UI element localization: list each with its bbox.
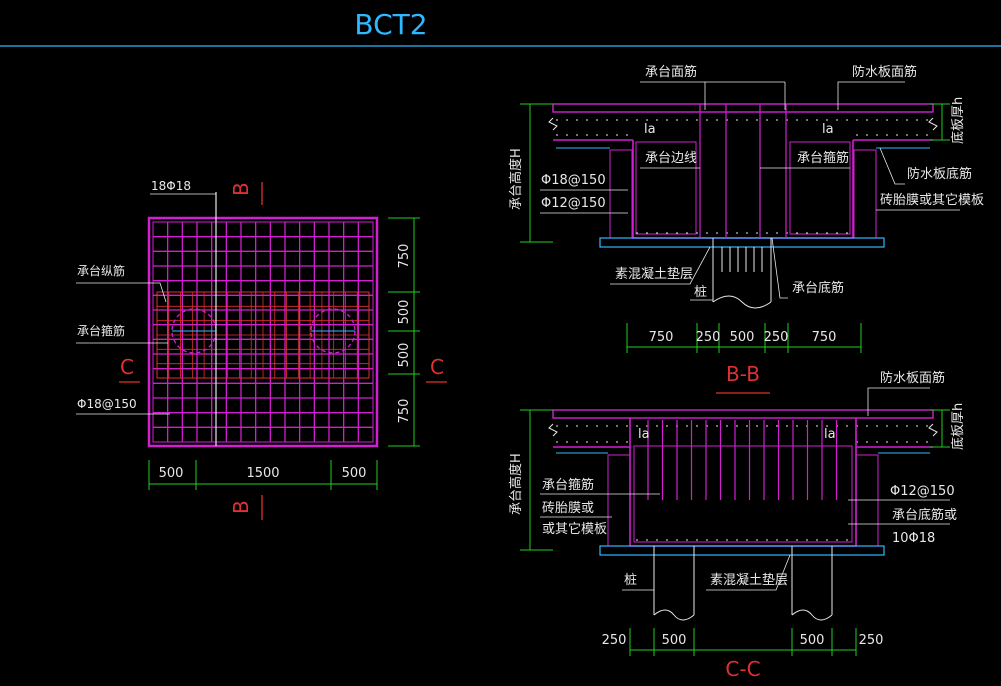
- cc-label-pile: 桩: [624, 573, 637, 588]
- cc-dim-250-left: 250: [602, 633, 627, 648]
- cc-label-rebar: Φ12@150: [890, 484, 955, 499]
- cc-section-title: C-C: [725, 657, 760, 681]
- bb-label-pile: 桩: [694, 285, 707, 300]
- cc-dim-250-right: 250: [859, 633, 884, 648]
- cc-label-bottom-bar: 承台底筋或: [892, 507, 957, 523]
- bb-label-rebar1: Φ18@150: [541, 173, 606, 188]
- bb-label-rebar2: Φ12@150: [541, 196, 606, 211]
- plan-dim-right: [388, 217, 420, 447]
- cc-stirrup-lines: [647, 420, 838, 500]
- bb-label-bottom-bar: 承台底筋: [792, 280, 844, 296]
- bb-label-wp-bottom: 防水板底筋: [907, 166, 972, 182]
- bb-label-cushion: 素混凝土垫层: [615, 266, 693, 282]
- plan-dim-500-left: 500: [159, 466, 184, 481]
- plan-dim-750-bottom: 750: [397, 399, 412, 424]
- bb-dim-750-right: 750: [812, 330, 837, 345]
- bb-label-top-bar: 承台面筋: [645, 64, 697, 80]
- bb-label-stirrup: 承台箍筋: [797, 150, 849, 166]
- bb-label-slab-h: 底板厚h: [950, 97, 966, 144]
- stirrup-lines: [157, 292, 369, 378]
- bb-label-edge: 承台边线: [645, 151, 697, 166]
- plan-dim-500-right: 500: [342, 466, 367, 481]
- plan-dim-1500: 1500: [246, 466, 279, 481]
- plan-label-stirrup: 承台箍筋: [77, 323, 125, 338]
- plan-label-long-bar: 承台纵筋: [77, 263, 125, 278]
- cc-label-bottom-count: 10Φ18: [892, 531, 935, 546]
- cc-label-wp-top: 防水板面筋: [880, 370, 945, 386]
- cc-dim-500-left: 500: [662, 633, 687, 648]
- section-mark-c-left: C: [120, 355, 134, 379]
- bb-label-height: 承台高度H: [508, 148, 524, 210]
- bb-label-mold: 砖胎膜或其它模板: [880, 192, 984, 208]
- cc-label-la-right: la: [824, 427, 836, 442]
- plan-dim-500-a: 500: [397, 300, 412, 325]
- cc-label-stirrup: 承台箍筋: [542, 477, 594, 493]
- section-cc: 防水板面筋 底板厚h 承台高度H 承台箍筋 砖胎膜或 或其它模板 Φ12@150…: [508, 370, 966, 681]
- bb-dim-500: 500: [730, 330, 755, 345]
- drawing-title: BCT2: [354, 8, 427, 41]
- rebar-mesh: [153, 222, 373, 442]
- cc-label-la-left: la: [638, 427, 650, 442]
- plan-dim-750-top: 750: [397, 244, 412, 269]
- cc-label-mold1: 砖胎膜或: [542, 501, 594, 516]
- cc-label-mold2: 或其它模板: [542, 521, 607, 537]
- cap-inner: [152, 221, 374, 443]
- bb-dim-750-left: 750: [649, 330, 674, 345]
- cap-outline: [147, 216, 379, 448]
- bb-label-la-right: la: [822, 122, 834, 137]
- plan-view: 18Φ18 承台纵筋 承台箍筋 Φ18@150 B B C C 500 1500…: [76, 179, 447, 520]
- plan-dim-500-b: 500: [397, 343, 412, 368]
- cc-label-height: 承台高度H: [508, 453, 524, 515]
- plan-label-18phi18: 18Φ18: [151, 179, 191, 193]
- plan-label-mesh: Φ18@150: [77, 397, 137, 411]
- plan-dim-bottom: [148, 460, 378, 490]
- bb-dim-250-left: 250: [696, 330, 721, 345]
- cc-dim-500-right: 500: [800, 633, 825, 648]
- bb-label-wp-top: 防水板面筋: [852, 64, 917, 80]
- section-mark-b-bottom: B: [229, 500, 253, 514]
- bb-section-title: B-B: [726, 362, 760, 386]
- cc-label-cushion: 素混凝土垫层: [710, 572, 788, 588]
- cc-label-slab-h: 底板厚h: [950, 403, 966, 450]
- bb-label-la-left: la: [644, 122, 656, 137]
- section-bb: 承台面筋 防水板面筋 底板厚h 承台高度H Φ18@150 Φ12@150 承台…: [508, 64, 984, 394]
- section-mark-c-right: C: [430, 355, 444, 379]
- section-mark-b-top: B: [229, 182, 253, 196]
- bb-dim-250-right: 250: [764, 330, 789, 345]
